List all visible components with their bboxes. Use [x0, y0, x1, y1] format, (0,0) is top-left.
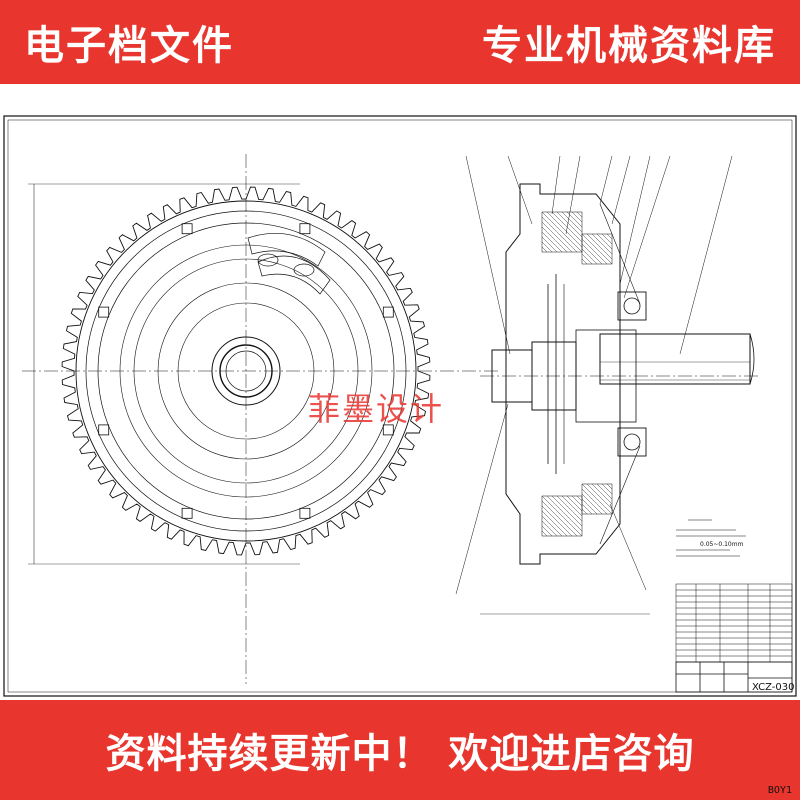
- hatch-line: [541, 241, 553, 253]
- hatch-line: [541, 515, 563, 537]
- drawing-frame: [3, 115, 797, 697]
- hatch-line: [541, 495, 583, 537]
- corner-code: BOY1: [767, 785, 792, 796]
- bolt-hole: [98, 424, 110, 436]
- hatch-line: [606, 233, 613, 240]
- hatch-line: [581, 498, 598, 515]
- bolt-hole: [181, 507, 193, 519]
- hatch-line: [606, 483, 613, 490]
- hatch-line: [591, 233, 613, 255]
- hatch-line: [581, 258, 588, 265]
- hatch-line: [541, 216, 578, 253]
- hatch-line: [601, 233, 613, 245]
- hatch-line: [601, 483, 613, 495]
- tech-tolerance-text: 0.05~0.10mm: [700, 541, 744, 548]
- hatch-line: [576, 495, 583, 502]
- hatch-line: [561, 211, 583, 233]
- hatch-line: [581, 508, 588, 515]
- hatch-line: [581, 248, 598, 265]
- hatch-line: [571, 495, 583, 507]
- hatch-line: [541, 211, 583, 253]
- hatch-line: [541, 510, 568, 537]
- top-banner: 电子档文件 专业机械资料库: [0, 0, 800, 84]
- hatch-line: [551, 495, 583, 527]
- section-view: [455, 155, 760, 615]
- front-view-flywheel: [22, 154, 500, 684]
- hatch-line: [596, 233, 613, 250]
- hatch-line: [541, 246, 548, 253]
- banner-right-text: 专业机械资料库: [482, 23, 776, 69]
- hatch-line: [591, 483, 613, 505]
- hatch-line: [596, 483, 613, 500]
- hatch-line: [581, 233, 613, 265]
- bolt-hole: [382, 424, 394, 436]
- hatch-line: [576, 211, 583, 218]
- drawing-inner-frame: [7, 119, 793, 693]
- hatch-line: [541, 530, 548, 537]
- hatch-line: [541, 505, 573, 537]
- hatch-line: [581, 243, 603, 265]
- hatch-line: [586, 233, 613, 260]
- tech-requirements: [676, 519, 746, 557]
- engineering-drawing: 0.05~0.10mm XCZ-030: [3, 115, 797, 697]
- hatch-line: [551, 211, 583, 243]
- bolt-hole: [299, 223, 311, 235]
- hatch-line: [581, 493, 603, 515]
- bolt-hole: [382, 306, 394, 318]
- hatch-line: [581, 503, 593, 515]
- drawing-number: XCZ-030: [752, 682, 794, 693]
- hatch-line: [586, 483, 613, 510]
- hatch-line: [571, 211, 583, 223]
- banner-left-text: 电子档文件: [24, 23, 234, 69]
- hatch-line: [541, 520, 558, 537]
- hatch-line: [546, 211, 583, 248]
- hatch-line: [581, 253, 593, 265]
- hatch-line: [541, 525, 553, 537]
- hatch-line: [541, 231, 563, 253]
- hatch-line: [556, 495, 583, 522]
- hatch-line: [581, 238, 608, 265]
- hatch-line: [541, 221, 573, 253]
- hatch-line: [546, 495, 583, 532]
- bolt-hole: [98, 306, 110, 318]
- hatch-line: [561, 495, 583, 517]
- banner-bottom-text: 资料持续更新中！ 欢迎进店咨询: [105, 731, 695, 777]
- hatch-line: [541, 236, 558, 253]
- hatch-line: [566, 495, 583, 512]
- hatch-line: [581, 483, 613, 515]
- hatch-line: [581, 488, 608, 515]
- title-block: [675, 661, 793, 693]
- parts-list: [675, 583, 793, 663]
- bottom-banner: 资料持续更新中！ 欢迎进店咨询: [0, 700, 800, 800]
- hatch-line: [556, 211, 583, 238]
- hatch-line: [541, 226, 568, 253]
- hatch-line: [541, 500, 578, 537]
- bolt-hole: [299, 507, 311, 519]
- designer-watermark: 菲墨设计: [308, 390, 445, 428]
- bolt-hole: [181, 223, 193, 235]
